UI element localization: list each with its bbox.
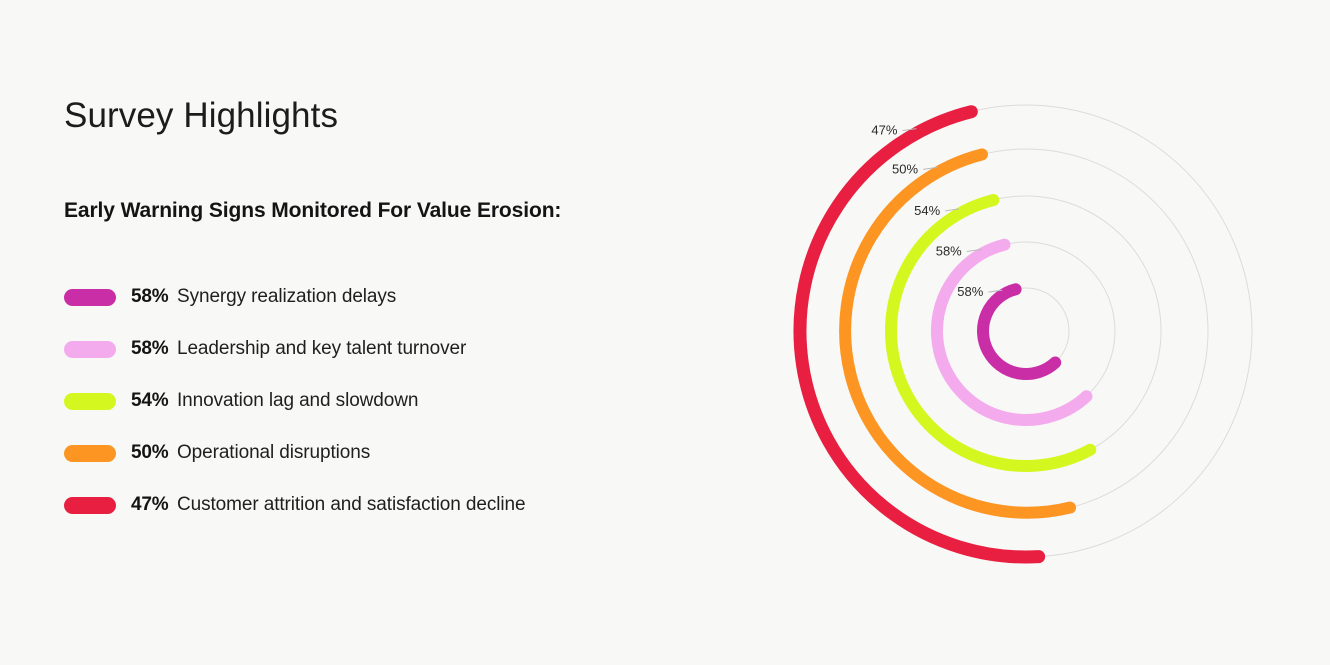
chart-value-labels: 47% 50% 54% 58% 58% (871, 123, 983, 300)
legend-item-leadership-and-key-talent-turnover[interactable]: 58% Leadership and key talent turnover (64, 323, 764, 375)
legend-label: Innovation lag and slowdown (177, 390, 419, 412)
legend-value: 58% (131, 286, 169, 308)
label-leader-line (945, 208, 960, 212)
page-title: Survey Highlights (64, 96, 339, 135)
chart-arc-47[interactable] (793, 105, 1046, 564)
legend-color-swatch (64, 496, 116, 514)
legend-item-operational-disruptions[interactable]: 50% Operational disruptions (64, 427, 764, 479)
legend-color-swatch (64, 340, 116, 358)
label-leader-line (988, 289, 1003, 293)
legend-value: 50% (131, 442, 169, 464)
chart-arc-50[interactable] (839, 148, 1077, 519)
chart-value-arcs (793, 105, 1097, 564)
legend-item-customer-attrition-and-satisfaction-decline[interactable]: 47% Customer attrition and satisfaction … (64, 479, 764, 531)
radial-bar-chart: 47% 50% 54% 58% 58% (770, 60, 1310, 620)
legend-label: Operational disruptions (177, 442, 371, 464)
radial-chart-svg: 47% 50% 54% 58% 58% (793, 104, 1253, 564)
legend-label: Synergy realization delays (177, 286, 397, 308)
chart-arc-label: 58% (936, 244, 962, 259)
section-subtitle: Early Warning Signs Monitored For Value … (64, 199, 562, 223)
label-leader-line (923, 166, 938, 170)
legend-color-swatch (64, 444, 116, 462)
legend-list: 58% Synergy realization delays 58% Leade… (64, 271, 764, 531)
chart-label-leader-lines (902, 128, 1003, 293)
label-leader-line (966, 249, 981, 253)
legend-color-swatch (64, 288, 116, 306)
left-content-panel: Survey Highlights Early Warning Signs Mo… (64, 96, 764, 531)
legend-item-innovation-lag-and-slowdown[interactable]: 54% Innovation lag and slowdown (64, 375, 764, 427)
label-leader-line (902, 128, 917, 132)
chart-arc-58[interactable] (931, 238, 1093, 426)
chart-arc-54[interactable] (885, 194, 1097, 472)
chart-arc-label: 50% (892, 161, 918, 176)
legend-label: Leadership and key talent turnover (177, 338, 467, 360)
chart-arc-label: 58% (957, 284, 983, 299)
chart-arc-label: 47% (871, 123, 897, 138)
chart-arc-label: 54% (914, 203, 940, 218)
legend-value: 47% (131, 494, 169, 516)
legend-color-swatch (64, 392, 116, 410)
legend-item-synergy-realization-delays[interactable]: 58% Synergy realization delays (64, 271, 764, 323)
legend-value: 58% (131, 338, 169, 360)
legend-label: Customer attrition and satisfaction decl… (177, 494, 526, 516)
legend-value: 54% (131, 390, 169, 412)
chart-arc-58[interactable] (977, 283, 1062, 380)
